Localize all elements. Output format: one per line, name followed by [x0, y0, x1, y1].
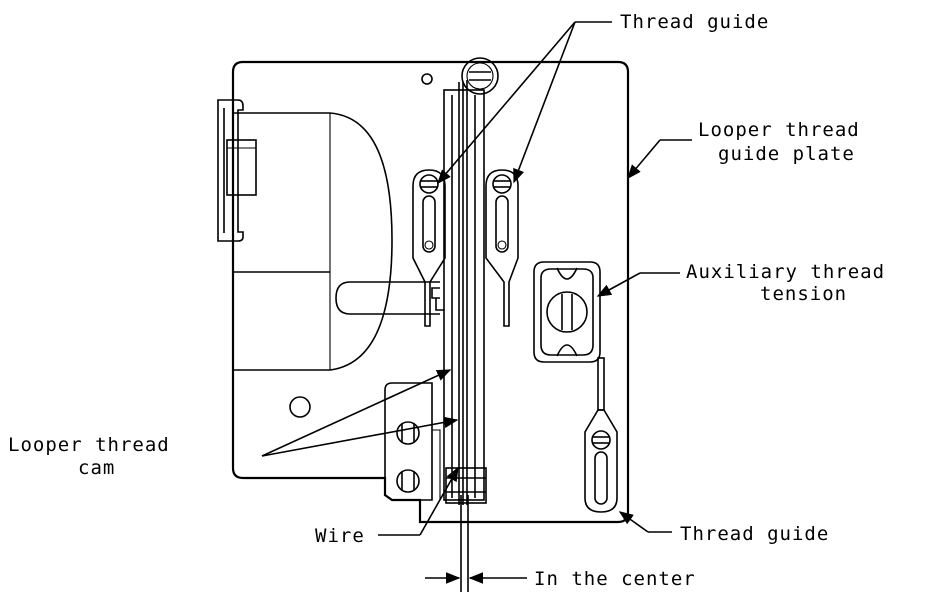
label-wire: Wire [315, 525, 365, 547]
label-thread-guide-bottom: Thread guide [680, 523, 829, 545]
mounting-hole [289, 396, 311, 418]
cylinder-boss [329, 112, 393, 371]
labels: Thread guide Looper thread guide plate A… [8, 11, 885, 590]
side-bracket [217, 99, 257, 242]
label-thread-guide-top: Thread guide [620, 11, 769, 33]
label-in-the-center: In the center [534, 568, 696, 590]
label-looper-thread-guide-plate-line1: Looper thread [698, 119, 860, 141]
wire [460, 495, 469, 592]
label-looper-thread-cam-line1: Looper thread [8, 434, 170, 456]
block-screw-lower [396, 469, 420, 493]
label-looper-thread-cam-line2: cam [78, 457, 115, 479]
looper-thread-cam [431, 57, 499, 505]
thread-guide-middle [485, 169, 519, 327]
block-screw-upper [396, 421, 420, 445]
label-auxiliary-thread-tension-line2: tension [760, 283, 847, 305]
auxiliary-thread-tension [533, 261, 601, 363]
cam-top-screw [461, 57, 499, 95]
thread-guide-right [584, 357, 618, 513]
label-looper-thread-guide-plate-line2: guide plate [718, 143, 855, 165]
thread-guide-left [412, 169, 446, 327]
leader-lines [261, 21, 692, 584]
label-auxiliary-thread-tension-line1: Auxiliary thread [686, 261, 885, 283]
mounting-block [384, 382, 441, 501]
